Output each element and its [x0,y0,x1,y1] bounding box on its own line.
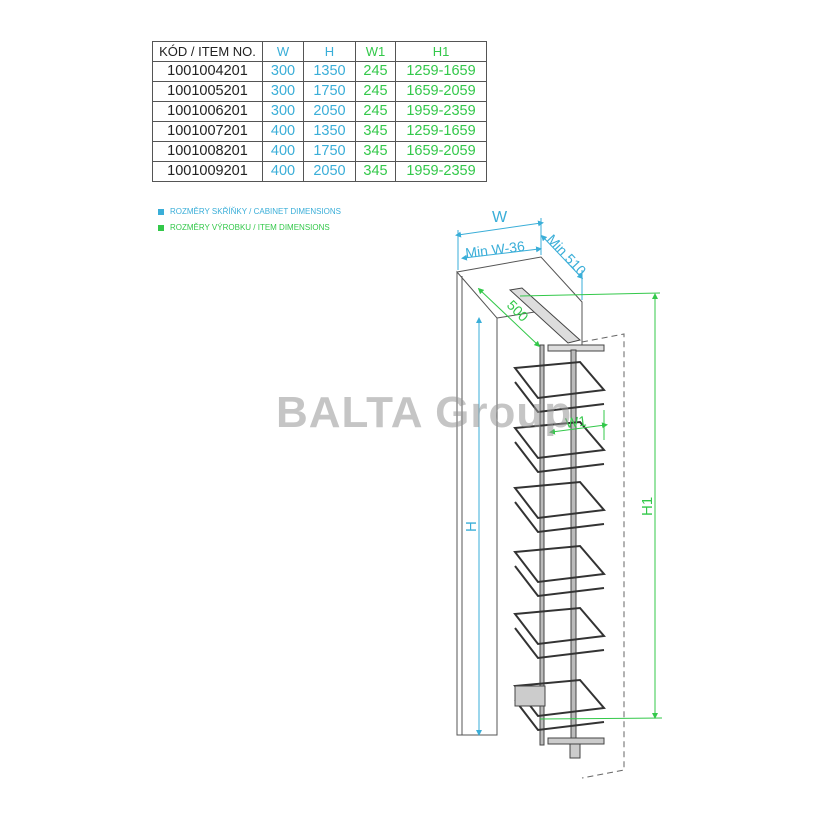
cell-h1: 1959-2359 [395,161,487,182]
dim-w1: W1 [564,413,587,431]
cell-w: 300 [262,101,304,122]
green-square-icon [158,224,164,231]
cell-item-no: 1001008201 [152,141,263,162]
dim-h1: H1 [639,497,656,516]
cell-item-no: 1001009201 [152,161,263,182]
basket-shelf [513,606,606,660]
cell-h1: 1259-1659 [395,121,487,142]
dim-h: H [463,521,480,532]
cell-item-no: 1001006201 [152,101,263,122]
cell-w: 300 [262,61,304,82]
blue-square-icon [158,208,164,215]
cell-item-no: 1001005201 [152,81,263,102]
legend-cabinet-label: ROZMĚRY SKŘÍŇKY / CABINET DIMENSIONS [170,207,341,216]
cell-w1: 345 [355,141,396,162]
pullout-rail [508,287,605,751]
cell-h: 1750 [303,141,356,162]
dim-min-depth: Min 510 [544,231,590,278]
dim-min-w: Min W-36 [464,238,525,261]
door-outline [581,333,625,779]
cell-w: 400 [262,141,304,162]
cell-w: 400 [262,161,304,182]
cell-w1: 245 [355,61,396,82]
bottom-base [514,685,605,759]
item-dimensions [477,287,663,720]
cell-item-no: 1001007201 [152,121,263,142]
cell-h: 2050 [303,101,356,122]
basket-shelf [513,480,606,534]
legend-item: ROZMĚRY VÝROBKU / ITEM DIMENSIONS [158,223,330,232]
cell-h1: 1259-1659 [395,61,487,82]
legend-cabinet: ROZMĚRY SKŘÍŇKY / CABINET DIMENSIONS [158,207,341,216]
basket-shelf [513,544,606,598]
legend-item-label: ROZMĚRY VÝROBKU / ITEM DIMENSIONS [170,223,330,232]
watermark: BALTA Group [276,388,573,437]
dim-w: W [492,209,508,226]
basket-shelf [513,360,606,414]
